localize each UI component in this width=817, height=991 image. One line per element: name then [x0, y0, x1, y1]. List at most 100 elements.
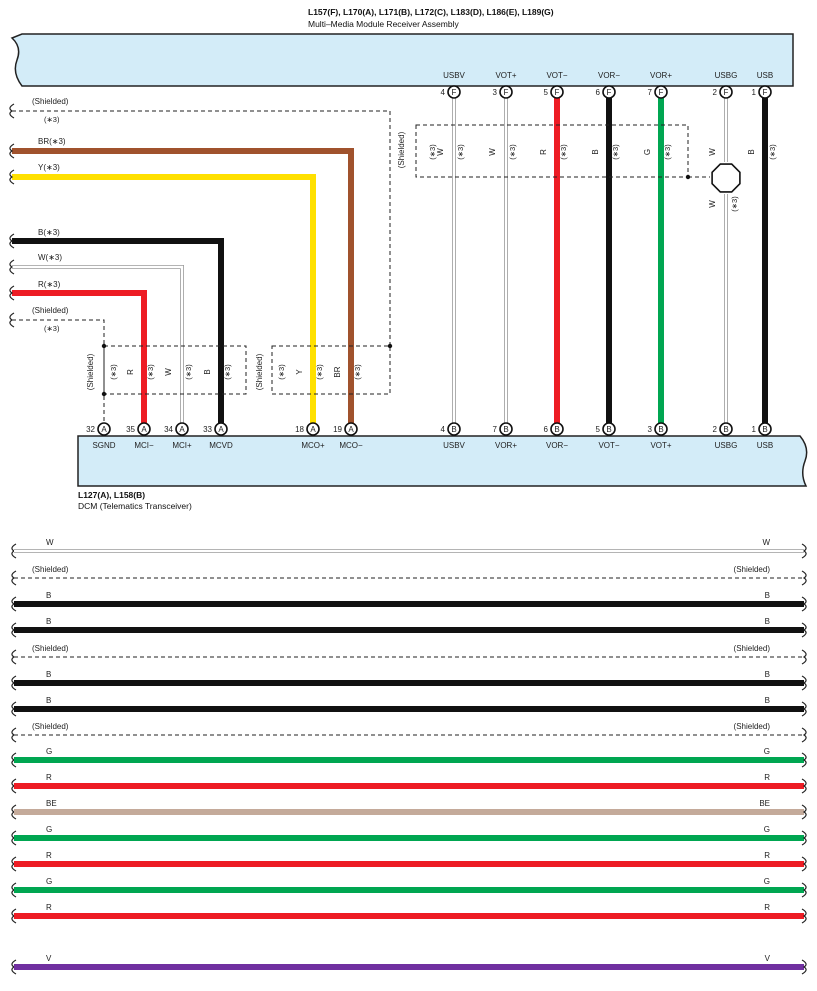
pin-connector-letter: A: [179, 425, 185, 434]
pin-number: 32: [86, 425, 95, 434]
pin-connector-letter: A: [141, 425, 147, 434]
shield-box-a: [103, 345, 247, 395]
pin-circle: [719, 85, 733, 99]
legend-label-right: W: [762, 538, 770, 547]
legend-break-right: [801, 778, 807, 794]
wire-break-mark: [9, 285, 15, 301]
pin-number: 5: [596, 425, 601, 434]
pin-number: 5: [544, 88, 549, 97]
bottom-pin-label: USBV: [443, 441, 465, 450]
pin-circle: [654, 422, 668, 436]
top-pin-label: USBG: [715, 71, 738, 80]
legend-label-left: B: [46, 696, 51, 705]
left-wire-label: (Shielded): [32, 306, 69, 315]
splice-dot: [685, 174, 691, 180]
bottom-pin-label: USBG: [715, 441, 738, 450]
top-pin-label: VOT−: [546, 71, 567, 80]
top-pin-label: VOT+: [495, 71, 516, 80]
bottom-pin-label: VOR+: [495, 441, 517, 450]
pin-number: 6: [596, 88, 601, 97]
legend-label-right: (Shielded): [734, 722, 771, 731]
wire-note: (∗3): [611, 144, 620, 160]
left-wire-label: (Shielded): [32, 97, 69, 106]
ground-junction-octagon: [711, 163, 741, 193]
pin-connector-letter: A: [348, 425, 354, 434]
wire-note: (∗3): [353, 364, 362, 380]
legend-label-left: B: [46, 617, 51, 626]
wire-code: W: [708, 200, 717, 208]
pin-circle: [758, 85, 772, 99]
pin-number: 3: [648, 425, 653, 434]
legend-break-right: [801, 804, 807, 820]
pin-connector-letter: F: [724, 88, 729, 97]
pin-circle: [602, 422, 616, 436]
legend-label-right: (Shielded): [734, 565, 771, 574]
legend-label-left: W: [46, 538, 54, 547]
pin-number: 34: [164, 425, 173, 434]
legend-break-right: [801, 908, 807, 924]
splice-dot: [101, 343, 107, 349]
wire-break-mark: [9, 233, 15, 249]
wire-code: G: [643, 149, 652, 155]
left-wire-label: BR(∗3): [38, 137, 66, 146]
top-pin-label: VOR+: [650, 71, 672, 80]
bottom-pin-label: SGND: [92, 441, 115, 450]
legend-label-right: R: [764, 903, 770, 912]
pin-connector-letter: A: [218, 425, 224, 434]
wire-break-mark: [9, 259, 15, 275]
shield-box-right: [415, 124, 689, 178]
pin-number: 1: [752, 88, 757, 97]
wire-code: W: [708, 148, 717, 156]
legend-label-left: BE: [46, 799, 57, 808]
legend-label-right: G: [764, 877, 770, 886]
pin-number: 19: [333, 425, 342, 434]
bottom-pin-label: MCO+: [301, 441, 325, 450]
bottom-connector-title: L127(A), L158(B): [78, 490, 146, 500]
legend-label-right: G: [764, 747, 770, 756]
left-wire-label: R(∗3): [38, 280, 61, 289]
wire-note: (∗3): [768, 144, 777, 160]
bottom-connector-name: DCM (Telematics Transceiver): [78, 501, 192, 511]
pin-number: 18: [295, 425, 304, 434]
pin-connector-letter: F: [555, 88, 560, 97]
bottom-pin-label: VOT+: [650, 441, 671, 450]
top-pin-label: USBV: [443, 71, 465, 80]
wire-code: B: [591, 149, 600, 154]
pin-circle: [758, 422, 772, 436]
wire-note: (∗3): [146, 364, 155, 380]
pin-connector-letter: B: [554, 425, 559, 434]
wire-code: Y: [295, 369, 304, 375]
pin-circle: [214, 422, 228, 436]
left-wire-label: Y(∗3): [38, 163, 60, 172]
legend-label-right: B: [765, 696, 770, 705]
wire-note: (∗3): [277, 364, 286, 380]
pin-number: 3: [493, 88, 498, 97]
legend-break-right: [801, 830, 807, 846]
pin-circle: [550, 85, 564, 99]
wire-code: W: [488, 148, 497, 156]
wire-note: (∗3): [223, 364, 232, 380]
wire-break-mark: [9, 103, 15, 119]
legend-label-right: B: [765, 591, 770, 600]
legend-label-left: G: [46, 825, 52, 834]
wire-b-mcvd: [12, 238, 224, 423]
pin-number: 1: [752, 425, 757, 434]
pin-connector-letter: F: [763, 88, 768, 97]
legend-break-right: [801, 752, 807, 768]
wire-code: W: [164, 368, 173, 376]
pin-circle: [447, 85, 461, 99]
top-connector-box: [10, 33, 794, 87]
pin-circle: [602, 85, 616, 99]
shield-box-b: [271, 345, 391, 395]
pin-connector-letter: F: [607, 88, 612, 97]
legend-label-left: G: [46, 747, 52, 756]
wire-note: (∗3): [508, 144, 517, 160]
bottom-pin-label: MCO−: [339, 441, 363, 450]
wire-note: (∗3): [663, 144, 672, 160]
legend-label-left: (Shielded): [32, 644, 69, 653]
legend-break-right: [801, 570, 807, 586]
left-wire-label: B(∗3): [38, 228, 60, 237]
shielded-label-b: (Shielded): [255, 353, 264, 390]
pin-circle: [306, 422, 320, 436]
